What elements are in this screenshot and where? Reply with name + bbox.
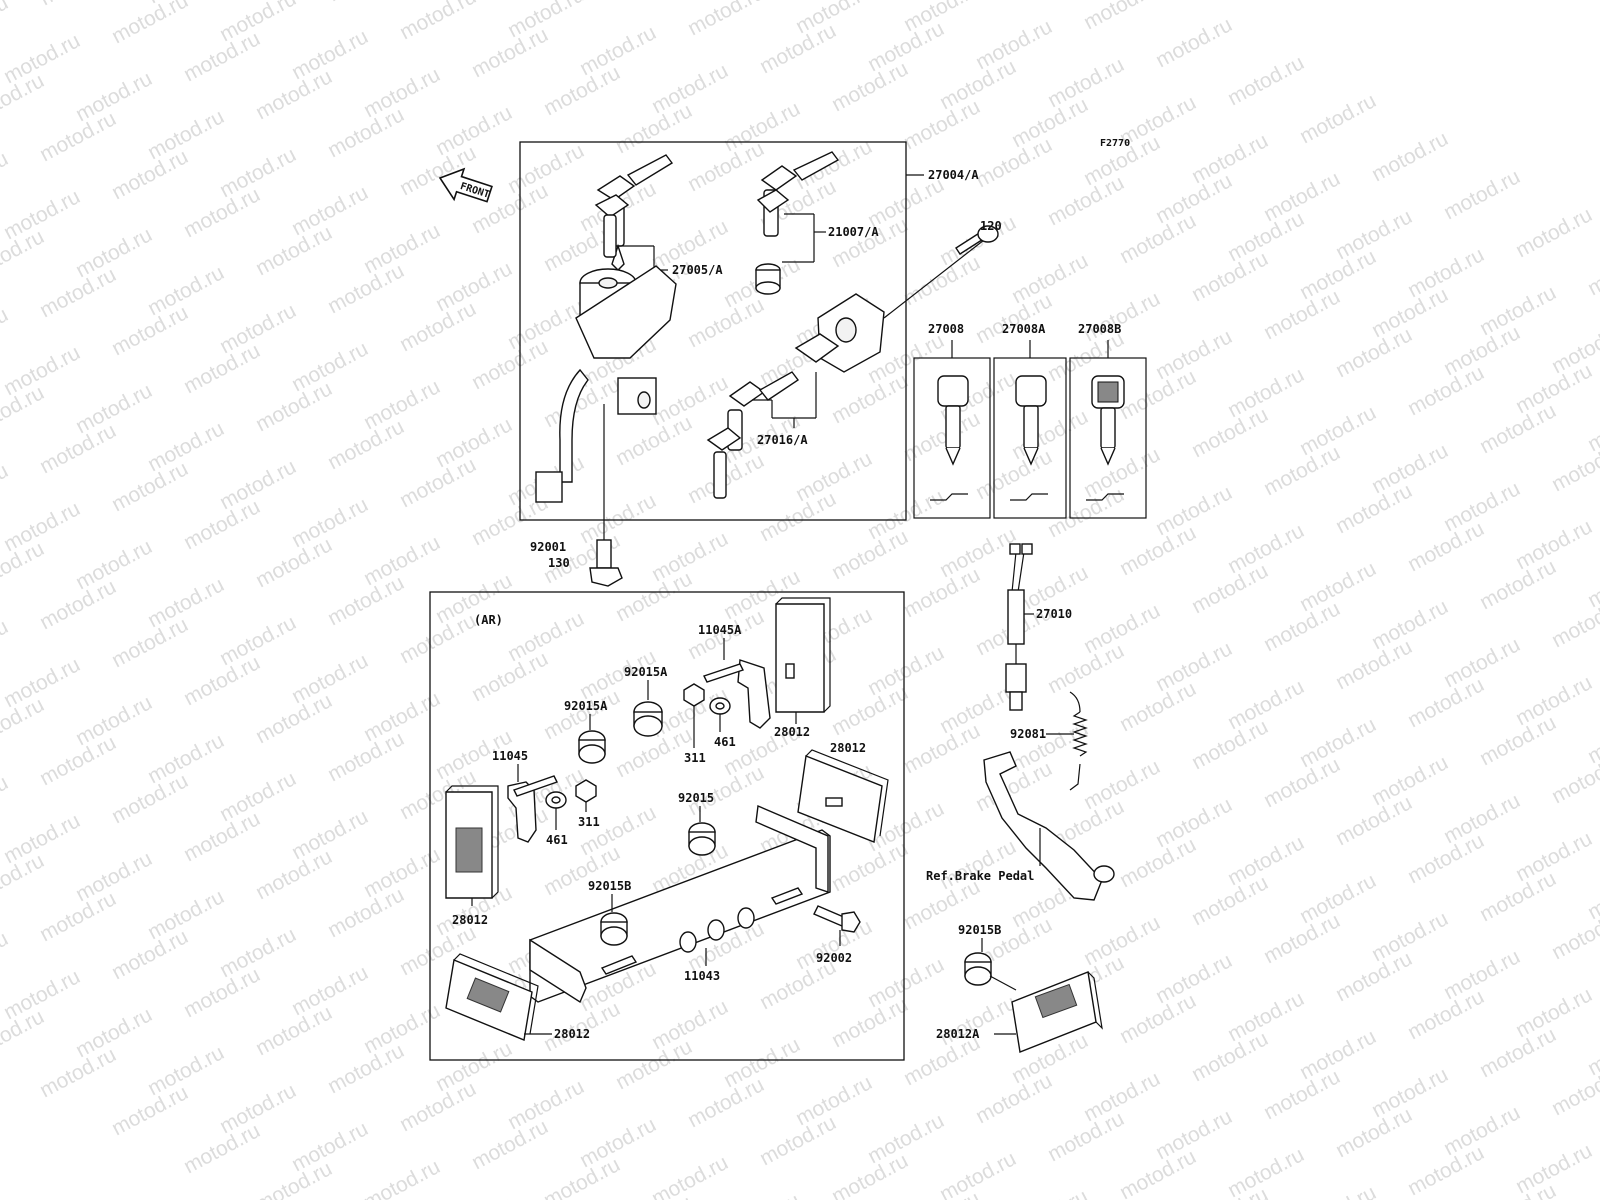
label-27010: 27010: [1036, 607, 1072, 621]
label-311-low: 311: [578, 815, 600, 829]
label-92015: 92015: [678, 791, 714, 805]
label-27008: 27008: [928, 322, 964, 336]
figure-code: F2770: [1100, 138, 1130, 149]
nut-icon: [575, 779, 597, 803]
label-92015b-right: 92015B: [958, 923, 1001, 937]
label-28012-bottom: 28012: [554, 1027, 590, 1041]
blank-key-27008b: [1069, 340, 1147, 519]
seat-lock-key-icon: [706, 371, 800, 499]
brake-pedal-icon: [983, 751, 1115, 901]
ignition-key-icon: [594, 194, 630, 258]
spring-icon: [1069, 691, 1088, 791]
label-27008b: 27008B: [1078, 322, 1121, 336]
label-21007: 21007/A: [828, 225, 879, 239]
label-311-top: 311: [684, 751, 706, 765]
ref-brake-pedal-label: Ref.Brake Pedal: [926, 869, 1034, 883]
label-11043: 11043: [684, 969, 720, 983]
spacer-icon: [578, 730, 606, 764]
bolt-icon: [955, 225, 999, 255]
label-28012-mid: 28012: [830, 741, 866, 755]
label-27008a: 27008A: [1002, 322, 1046, 336]
bracket-icon: [703, 659, 771, 729]
label-92015a-mid: 92015A: [564, 699, 608, 713]
label-130: 130: [548, 556, 570, 570]
bracket-icon: [507, 775, 558, 843]
front-arrow-icon: FRONT: [438, 167, 493, 203]
label-28012a: 28012A: [936, 1027, 980, 1041]
label-11045a: 11045A: [698, 623, 742, 637]
label-27016: 27016/A: [757, 433, 808, 447]
bolt-icon: [813, 905, 861, 933]
label-11045: 11045: [492, 749, 528, 763]
label-27005: 27005/A: [672, 263, 723, 277]
label-92015b-lower: 92015B: [588, 879, 631, 893]
ignition-set-box: [519, 141, 907, 521]
region-label: (AR): [474, 613, 503, 627]
brake-light-switch-icon: [1005, 543, 1033, 711]
reflector-icon: [445, 785, 499, 899]
label-28012-left: 28012: [452, 913, 488, 927]
reflector-icon: [1011, 971, 1103, 1053]
spacer-icon: [633, 701, 663, 737]
washer-icon: [545, 791, 567, 809]
label-92081: 92081: [1010, 727, 1046, 741]
label-92002: 92002: [816, 951, 852, 965]
blank-key-27008: [913, 340, 991, 519]
label-120: 120: [980, 219, 1002, 233]
reflector-set-box: [429, 591, 905, 1061]
reflector-icon: [775, 597, 831, 713]
reflector-icon: [445, 953, 539, 1041]
bolt-icon: [589, 539, 623, 587]
label-27004: 27004/A: [928, 168, 979, 182]
ignition-switch-icon: [535, 265, 677, 503]
license-plate-bracket-icon: [529, 804, 831, 1004]
label-461-top: 461: [714, 735, 736, 749]
label-461-low: 461: [546, 833, 568, 847]
label-92015a-top: 92015A: [624, 665, 668, 679]
label-28012-top: 28012: [774, 725, 810, 739]
lock-cap-icon: [755, 263, 781, 295]
seat-lock-icon: [794, 293, 885, 373]
nut-icon: [683, 683, 705, 707]
spacer-icon: [964, 952, 992, 986]
spacer-icon: [688, 822, 716, 856]
label-92001: 92001: [530, 540, 566, 554]
blank-key-27008a: [993, 340, 1067, 519]
washer-icon: [709, 697, 731, 715]
reflector-icon: [797, 749, 889, 843]
spacer-icon: [600, 912, 628, 946]
seat-lock-key-icon: [756, 151, 840, 237]
